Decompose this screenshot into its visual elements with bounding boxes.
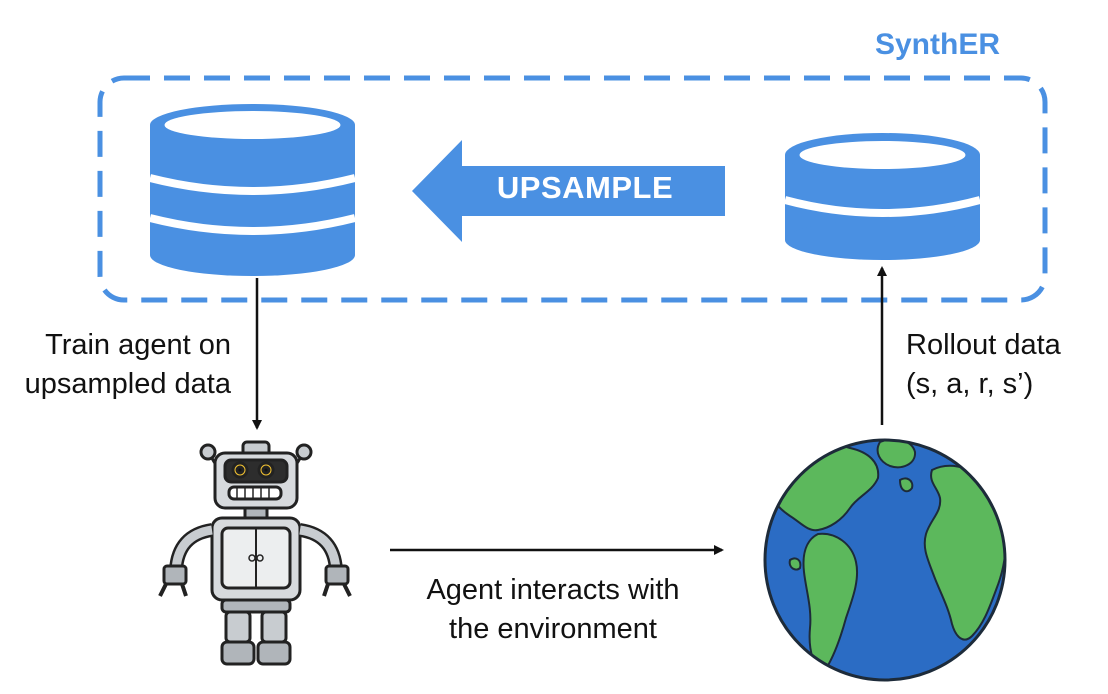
synther-label: SynthER (874, 28, 1000, 61)
rollout-label-line-1: Rollout data (906, 329, 1061, 361)
database-large-icon (149, 104, 356, 276)
synther-boundary (97, 75, 1048, 303)
database-small-icon (783, 133, 982, 260)
interact-label-line-1: Agent interacts with (426, 574, 680, 606)
train-label-line-2: upsampled data (24, 368, 231, 400)
upsample-arrow (412, 140, 725, 242)
rollout-label-line-2: (s, a, r, s’) (906, 368, 1034, 400)
interact-label-line-2: the environment (449, 613, 657, 645)
globe-icon (763, 438, 1007, 682)
upsample-label: UPSAMPLE (496, 170, 674, 205)
robot-icon (158, 440, 352, 666)
train-label-line-1: Train agent on (45, 329, 231, 361)
